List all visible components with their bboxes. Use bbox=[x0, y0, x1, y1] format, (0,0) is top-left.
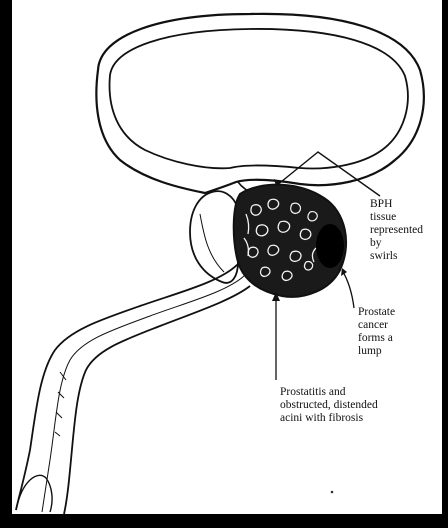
cancer-label-line: forms a bbox=[358, 332, 395, 345]
prostatitis-label-line: Prostatitis and bbox=[280, 386, 378, 399]
cancer-label-line: Prostate bbox=[358, 306, 395, 319]
bph-label-line: swirls bbox=[370, 250, 423, 263]
bph-label-line: BPH bbox=[370, 198, 423, 211]
bph-label-line: represented bbox=[370, 224, 423, 237]
cancer-label-line: lump bbox=[358, 345, 395, 358]
speck bbox=[331, 491, 334, 494]
bph-label-line: by bbox=[370, 237, 423, 250]
prostatitis-label: Prostatitis and obstructed, distended ac… bbox=[280, 386, 378, 425]
prostatitis-label-line: acini with fibrosis bbox=[280, 412, 378, 425]
cancer-lump bbox=[316, 224, 344, 268]
bph-label: BPH tissue represented by swirls bbox=[370, 198, 423, 263]
cancer-label: Prostate cancer forms a lump bbox=[358, 306, 395, 358]
bph-label-line: tissue bbox=[370, 211, 423, 224]
prostatitis-label-line: obstructed, distended bbox=[280, 399, 378, 412]
cancer-label-line: cancer bbox=[358, 319, 395, 332]
